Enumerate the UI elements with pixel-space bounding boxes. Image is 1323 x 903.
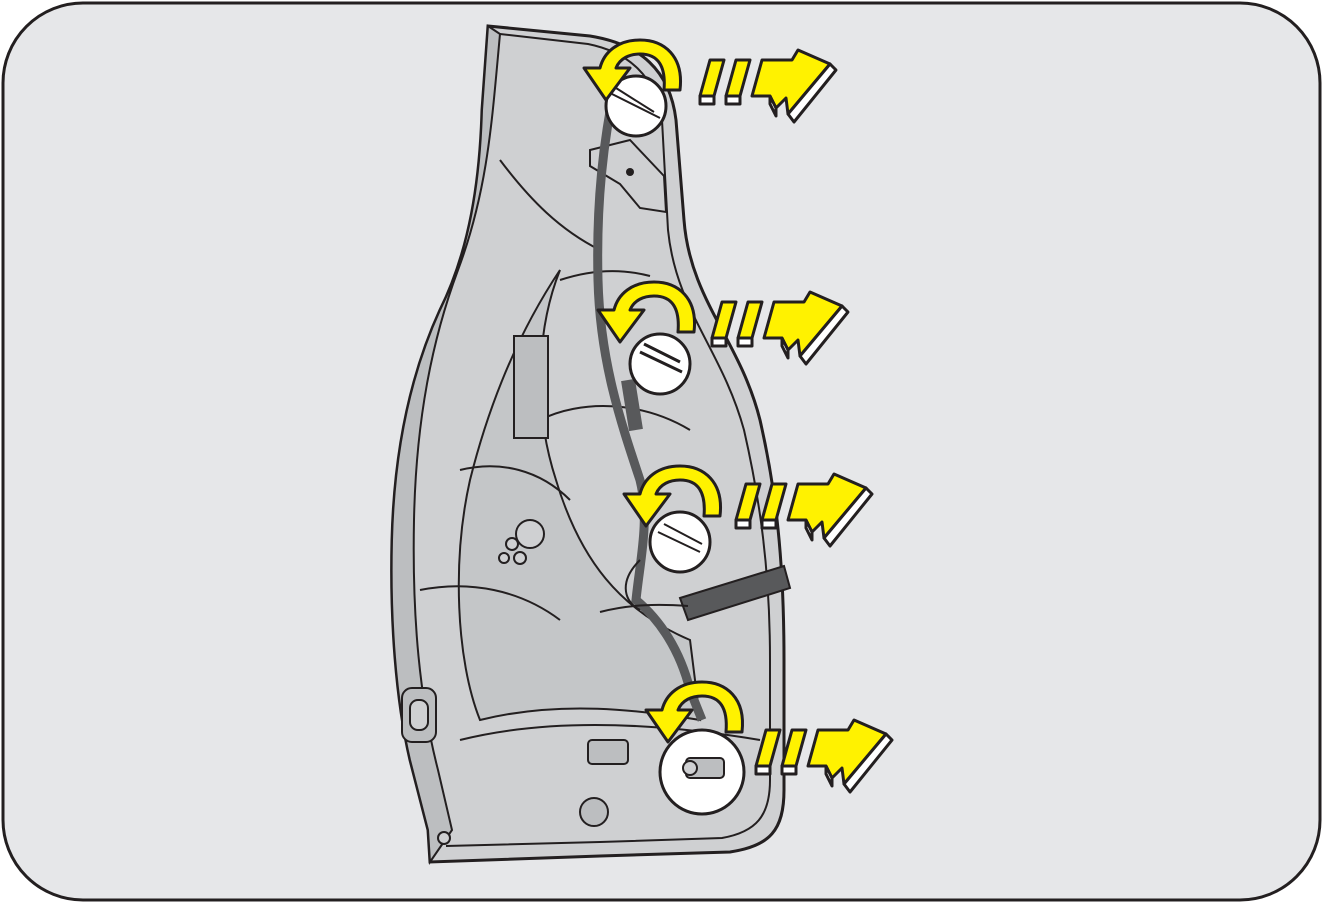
bulb-socket-1[interactable]	[604, 74, 668, 138]
bulb-socket-2[interactable]	[628, 332, 692, 396]
bulb-socket-3[interactable]	[648, 510, 712, 574]
wiring-harness	[593, 89, 792, 722]
bulb-socket-4[interactable]	[658, 728, 746, 816]
